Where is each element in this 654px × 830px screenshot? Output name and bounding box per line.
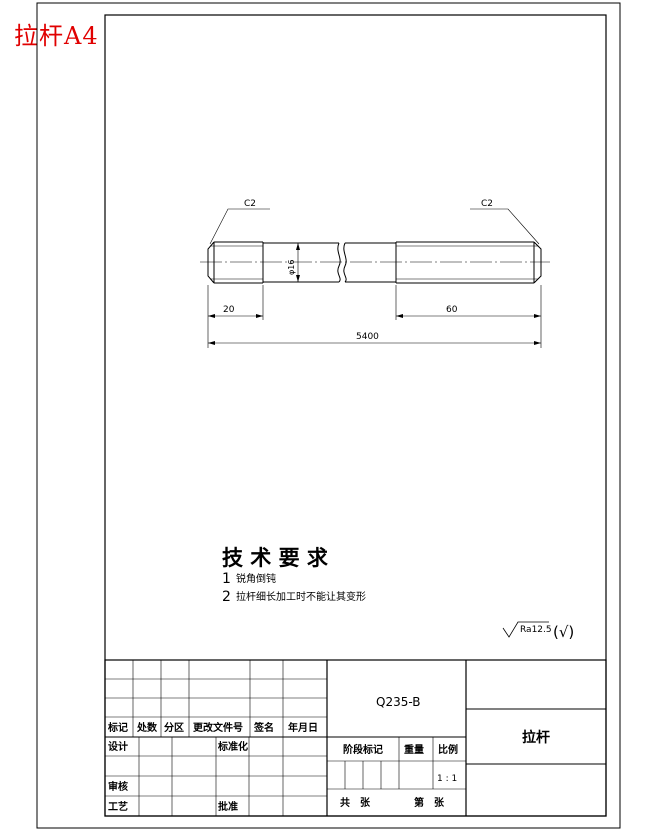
right-chamfer-outline xyxy=(533,241,542,284)
dim-total-arrow-a xyxy=(208,341,215,345)
dim-total-arrow-b xyxy=(534,341,541,345)
roughness-check-icon xyxy=(502,621,549,638)
dim-right-arrow-a xyxy=(396,314,403,318)
chamfer-right-leader xyxy=(470,208,540,245)
tech-requirements: 技 术 要 求 1 锐角倒钝 2 拉杆细长加工时不能让其变形 xyxy=(222,546,366,605)
title-block-frame xyxy=(104,659,607,817)
rod-part-view xyxy=(200,208,550,348)
break-line-left xyxy=(337,242,341,283)
hdr-signature: 签名 xyxy=(253,721,274,734)
material-label: Q235-B xyxy=(376,695,420,709)
dim-right-arrow-b xyxy=(534,314,541,318)
role-check: 审核 xyxy=(108,780,128,793)
tech-item-2-text: 拉杆细长加工时不能让其变形 xyxy=(236,590,366,603)
diameter-arrow-bottom xyxy=(296,275,300,282)
chamfer-left-label: C2 xyxy=(244,199,256,209)
title-block xyxy=(104,659,607,817)
role-approve: 批准 xyxy=(218,800,238,813)
dim-right-thread-label: 60 xyxy=(446,305,458,315)
scale-value: 1 : 1 xyxy=(437,774,457,784)
roughness-note: (√) xyxy=(553,623,574,641)
break-line-right xyxy=(343,242,347,283)
hdr-mark: 标记 xyxy=(107,721,128,734)
role-design: 设计 xyxy=(108,740,128,753)
chamfer-left-leader xyxy=(209,208,270,245)
title-block-text: 标记 处数 分区 更改文件号 签名 年月日 设计 标准化 审核 工艺 批准 Q2… xyxy=(107,695,550,813)
dim-total-label: 5400 xyxy=(356,332,379,342)
dim-left-arrow-b xyxy=(256,314,263,318)
diameter-arrow-top xyxy=(296,243,300,250)
tech-item-1-num: 1 xyxy=(222,571,231,587)
stage-label: 阶段标记 xyxy=(343,743,383,756)
dim-left-arrow-a xyxy=(208,314,215,318)
hdr-change-doc: 更改文件号 xyxy=(193,721,243,734)
part-dimension-text: C2 C2 φ16 20 60 5400 xyxy=(223,199,493,342)
drawing-frame xyxy=(104,14,607,817)
roughness-value: Ra12.5 xyxy=(520,625,552,635)
total-sheets: 共 张 xyxy=(340,796,371,809)
sheet-number: 第 张 xyxy=(414,796,445,809)
tech-requirements-title: 技 术 要 求 xyxy=(222,546,328,570)
diameter-label: φ16 xyxy=(287,260,296,275)
dim-left-thread-label: 20 xyxy=(223,305,235,315)
left-chamfer-outline xyxy=(207,241,215,284)
hdr-zone: 分区 xyxy=(164,721,184,734)
hdr-count: 处数 xyxy=(136,721,158,734)
scale-label: 比例 xyxy=(438,743,458,756)
chamfer-right-label: C2 xyxy=(481,199,493,209)
surface-roughness-symbol: Ra12.5 (√) xyxy=(502,621,574,641)
hdr-date: 年月日 xyxy=(288,721,318,734)
sheet-border xyxy=(36,2,621,829)
weight-label: 重量 xyxy=(404,743,424,756)
tech-item-2-num: 2 xyxy=(222,589,231,605)
tech-item-1-text: 锐角倒钝 xyxy=(236,572,276,585)
part-name: 拉杆 xyxy=(522,729,550,746)
role-process: 工艺 xyxy=(108,800,128,813)
corner-label: 拉杆A4 xyxy=(14,22,99,50)
role-standardize: 标准化 xyxy=(217,740,248,753)
